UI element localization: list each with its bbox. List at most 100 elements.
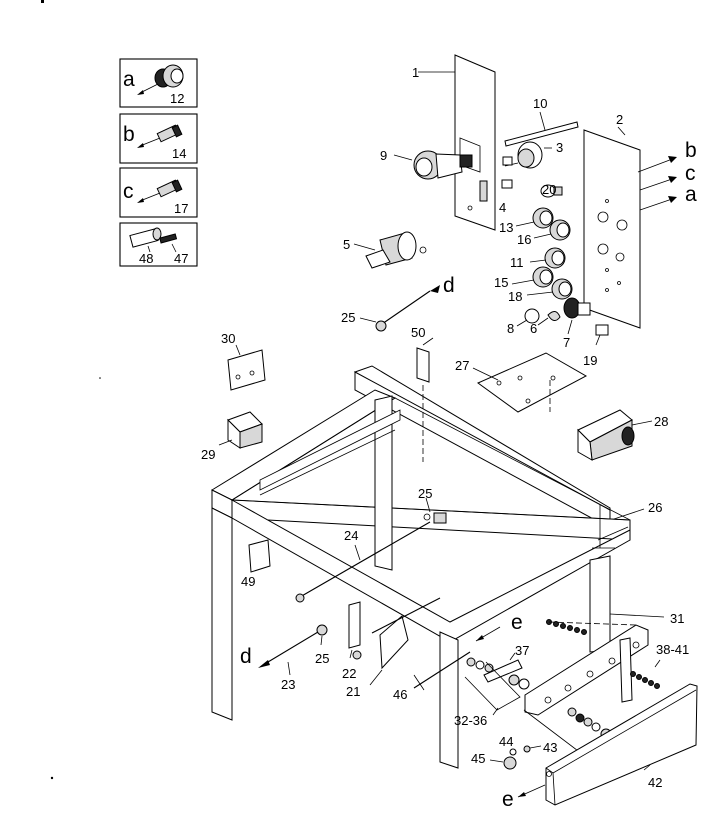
- callout-42: 42: [648, 775, 662, 790]
- callout-25-left: 25: [315, 651, 329, 666]
- plate-part-31: 31: [524, 611, 684, 716]
- connector-letter-d-top: d: [443, 274, 455, 297]
- relay-part-28: 28: [577, 409, 668, 461]
- plate-part-49: 49: [241, 539, 271, 589]
- callout-16: 16: [517, 232, 531, 247]
- callout-5: 5: [343, 237, 350, 252]
- lamp-part-18: 18: [508, 278, 573, 304]
- callout-1: 1: [412, 65, 419, 80]
- inset-letter-b: b: [123, 123, 135, 146]
- callout-2: 2: [616, 112, 623, 127]
- terminal-part-19: 19: [583, 324, 609, 368]
- bulb-part-20: 20: [540, 182, 563, 198]
- socket-part-7: 7: [563, 297, 591, 350]
- callout-13: 13: [499, 220, 513, 235]
- switch-part-21: 21: [346, 597, 441, 699]
- connector-c: c: [639, 162, 696, 191]
- callout-50: 50: [411, 325, 425, 340]
- washer-part-44: 44: [499, 734, 517, 756]
- callout-25-right: 25: [418, 486, 432, 501]
- switch-part-icon: [154, 64, 184, 88]
- bracket-part-30: 30: [221, 331, 266, 391]
- callout-45: 45: [471, 751, 485, 766]
- cable-part-46: 46: [393, 651, 471, 702]
- inset-part-12: 12: [170, 91, 184, 106]
- arrow-icon: [137, 90, 144, 95]
- callout-49: 49: [241, 574, 255, 589]
- callout-15: 15: [494, 275, 508, 290]
- inset-part-17: 17: [174, 201, 188, 216]
- connector-letter-e-bottom: e: [502, 788, 514, 811]
- callout-20: 20: [542, 182, 556, 197]
- knob-part-9: 9: [380, 148, 473, 180]
- bracket-part-50: 50: [411, 325, 434, 462]
- callout-18: 18: [508, 289, 522, 304]
- inset-box-a: a 12: [119, 58, 198, 108]
- lamp-part-11: 11: [510, 247, 566, 270]
- callout-21: 21: [346, 684, 360, 699]
- bulb-socket-icon: [156, 124, 183, 143]
- lamp-part-16: 16: [517, 219, 571, 247]
- hardware-parts-32-36: 32-36 37: [454, 643, 530, 728]
- lamp-part-15: 15: [494, 266, 554, 290]
- inset-letter-c: c: [123, 180, 134, 203]
- callout-3: 3: [556, 140, 563, 155]
- screw-part-43: 43: [523, 740, 557, 755]
- connector-e-bottom: e: [502, 784, 546, 811]
- connector-letter-c: c: [685, 162, 696, 185]
- connector-part-8: 8: [507, 308, 540, 336]
- clip-part-4: 4: [499, 156, 513, 215]
- callout-38-41: 38-41: [656, 642, 689, 657]
- rod-part-10: 10: [504, 96, 579, 147]
- front-panel-part-1: 1: [412, 54, 496, 231]
- cable-end-part-25-right: 25: [418, 486, 447, 524]
- inset-part-48: 48: [139, 251, 153, 266]
- callout-22: 22: [342, 666, 356, 681]
- cover-part-42: 42: [545, 683, 698, 806]
- callout-24: 24: [344, 528, 358, 543]
- callout-27: 27: [455, 358, 469, 373]
- connector-letter-b: b: [685, 139, 697, 162]
- cable-part-23: 23 25 d: [240, 624, 329, 692]
- arrow-icon: [137, 143, 144, 148]
- key-switch-part-5: 5: [343, 231, 427, 269]
- callout-44: 44: [499, 734, 513, 749]
- arrow-icon: [137, 198, 144, 203]
- connector-b: b: [637, 139, 697, 173]
- inset-part-14: 14: [172, 146, 186, 161]
- bolts-parts-38-41: 38-41: [630, 642, 689, 689]
- inset-box-fuse: 48 47: [119, 222, 198, 267]
- scan-marks: [41, 0, 101, 780]
- cable-end-part-25-top: 25 d: [341, 274, 455, 332]
- callout-23: 23: [281, 677, 295, 692]
- switch-part-3: 3: [504, 140, 563, 169]
- callout-19: 19: [583, 353, 597, 368]
- inset-part-47: 47: [174, 251, 188, 266]
- callout-32-36: 32-36: [454, 713, 487, 728]
- callout-10: 10: [533, 96, 547, 111]
- connector-letter-e-mid: e: [511, 611, 523, 634]
- connector-letter-d-left: d: [240, 645, 252, 668]
- inset-letter-a: a: [123, 68, 135, 91]
- callout-30: 30: [221, 331, 235, 346]
- inset-box-c: c 17: [119, 167, 198, 218]
- callout-6: 6: [530, 321, 537, 336]
- callout-46: 46: [393, 687, 407, 702]
- connector-a: a: [639, 183, 697, 211]
- lamp-part-13: 13: [499, 207, 554, 235]
- rear-panel-part-2: 2: [583, 112, 641, 329]
- plate-part-27: 27: [455, 352, 588, 413]
- fuse-holder-icon: [129, 227, 178, 248]
- callout-25-top: 25: [341, 310, 355, 325]
- frame-part-26: 26: [210, 365, 662, 769]
- callout-37: 37: [515, 643, 529, 658]
- callout-43: 43: [543, 740, 557, 755]
- callout-9: 9: [380, 148, 387, 163]
- callout-26: 26: [648, 500, 662, 515]
- callout-11: 11: [510, 255, 524, 270]
- callout-29: 29: [201, 447, 215, 462]
- callout-4: 4: [499, 200, 506, 215]
- callout-28: 28: [654, 414, 668, 429]
